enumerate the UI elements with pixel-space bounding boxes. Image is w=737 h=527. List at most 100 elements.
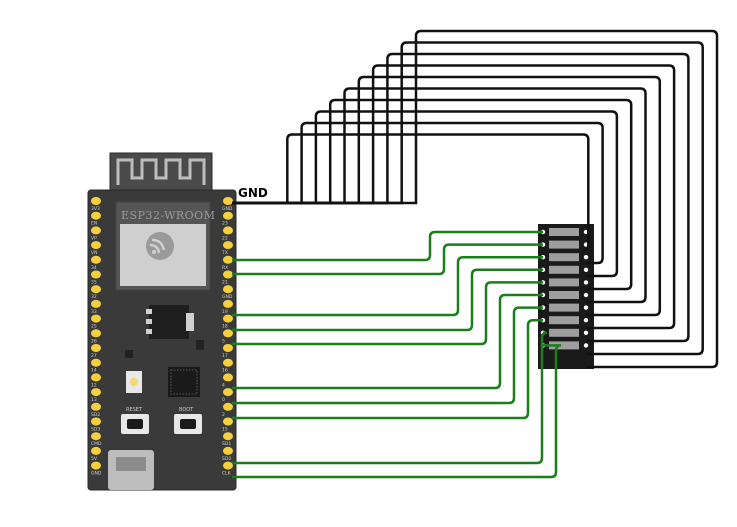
header-pin [91, 388, 101, 397]
header-pin [91, 270, 101, 279]
header-pin [91, 446, 101, 455]
boot-label: BOOT [179, 407, 194, 413]
signal-wire [232, 331, 548, 465]
pin-label: 19 [222, 309, 228, 315]
espressif-logo-icon [146, 232, 174, 260]
header-pin [91, 373, 101, 382]
gnd-label: GND [238, 186, 268, 200]
header-pin [223, 461, 233, 470]
micro-usb-port [108, 450, 154, 490]
pin-label: 2 [222, 412, 225, 418]
pin-label: GND [91, 471, 102, 477]
signal-wire [232, 281, 543, 346]
antenna-trace-icon [116, 158, 206, 185]
pin-label: VP [91, 235, 97, 241]
gnd-wire [232, 64, 676, 330]
header-pin [91, 241, 101, 250]
gnd-wire [232, 133, 590, 252]
connector-slot [549, 303, 579, 312]
gnd-wire [232, 29, 719, 369]
pin-label: 34 [91, 265, 97, 271]
connector-slot [549, 240, 579, 249]
left-pin-header: 3V3ENVPVN34353233252627141213SD2SD3CMD5V… [91, 197, 102, 477]
connector-pin [583, 305, 589, 310]
gnd-wire [232, 75, 662, 317]
signal-wire-bundle [232, 230, 562, 479]
voltage-regulator [146, 305, 194, 339]
pin-label: 0 [222, 397, 225, 403]
header-pin [223, 432, 233, 441]
signal-wire [232, 344, 562, 479]
header-pin [91, 358, 101, 367]
header-pin [223, 270, 233, 279]
header-pin [91, 329, 101, 338]
gnd-wire [232, 121, 604, 265]
signal-wire [232, 230, 543, 262]
gnd-wire [232, 41, 704, 356]
header-pin [223, 417, 233, 426]
pin-label: SD3 [91, 427, 100, 433]
connector-slot [549, 291, 579, 299]
led-icon [126, 371, 142, 393]
connector-slot [549, 265, 579, 274]
usb-chip [168, 367, 200, 397]
header-pin [91, 285, 101, 294]
pin-label: 5V [91, 456, 98, 462]
capacitor [125, 350, 133, 358]
connector-pin [583, 292, 589, 298]
pin-label: GND [222, 294, 233, 300]
pin-label: CLK [222, 471, 232, 477]
pin-label: 14 [91, 368, 97, 374]
header-pin [223, 388, 233, 397]
pin-label: 23 [222, 221, 228, 227]
pin-label: EN [91, 221, 97, 227]
reset-label: RESET [126, 407, 143, 413]
connector-slot [549, 278, 579, 287]
pin-label: 26 [91, 338, 97, 344]
header-pin [223, 402, 233, 411]
capacitor [196, 340, 204, 350]
header-pin [223, 285, 233, 294]
gnd-wire [232, 87, 647, 304]
header-pin [223, 329, 233, 338]
connector-pin [583, 280, 589, 285]
reset-button[interactable] [121, 414, 149, 434]
connector-slot [549, 316, 579, 325]
header-pin [223, 373, 233, 382]
connector-slot [549, 328, 579, 337]
esp32-board: ESP32-WROOM [87, 152, 237, 491]
gnd-wire [232, 52, 690, 343]
pin-label: 25 [91, 324, 97, 330]
header-pin [223, 197, 233, 205]
header-pin [223, 358, 233, 367]
header-pin [91, 226, 101, 235]
pin-label: 21 [222, 280, 228, 286]
pin-label: SD2 [91, 412, 100, 418]
connector-pin [583, 267, 589, 272]
pin-label: 22 [222, 235, 228, 241]
pin-label: SD1 [222, 441, 231, 447]
header-pin [223, 446, 233, 455]
signal-wire [232, 293, 543, 390]
connector-slot [549, 341, 579, 350]
gnd-wire-bundle [232, 29, 719, 369]
header-pin [223, 344, 233, 352]
connector-block [538, 224, 594, 369]
boot-button[interactable] [174, 414, 202, 434]
header-pin [91, 211, 101, 220]
signal-wire [232, 306, 543, 405]
pin-label: 17 [222, 353, 228, 359]
header-pin [91, 314, 101, 323]
header-pin [91, 299, 101, 308]
pin-label: VN [91, 250, 97, 256]
header-pin [91, 197, 101, 205]
header-pin [91, 417, 101, 426]
pin-label: 13 [91, 397, 97, 403]
pin-label: 15 [222, 427, 228, 433]
pin-label: 3V3 [91, 206, 100, 212]
pin-label: 4 [222, 382, 225, 388]
pin-label: RX [222, 265, 228, 271]
pin-label: 16 [222, 368, 228, 374]
header-pin [91, 461, 101, 470]
header-pin [223, 226, 233, 235]
